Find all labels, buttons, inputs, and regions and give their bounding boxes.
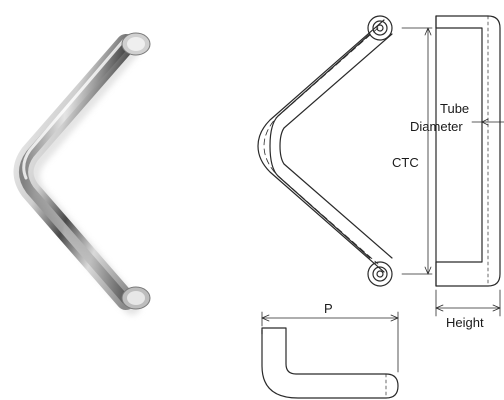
ctc-dimension xyxy=(401,27,433,275)
tube-diameter-label-line1: Tube xyxy=(440,101,470,116)
handle-photo xyxy=(13,32,151,315)
tube-diameter-dimension xyxy=(471,118,504,126)
tube-diameter-label-line2: Diameter xyxy=(410,119,463,134)
side-view xyxy=(435,15,501,287)
height-label: Height xyxy=(446,315,484,330)
height-dimension xyxy=(435,289,501,317)
projection-label: P xyxy=(324,301,333,316)
ctc-label: CTC xyxy=(392,155,419,170)
bottom-view xyxy=(261,327,399,399)
front-view-outline xyxy=(257,19,385,273)
front-view-centerline xyxy=(263,27,379,265)
p-dimension xyxy=(261,311,399,373)
bottom-end-circle xyxy=(367,261,393,287)
top-end-circle xyxy=(367,15,393,41)
